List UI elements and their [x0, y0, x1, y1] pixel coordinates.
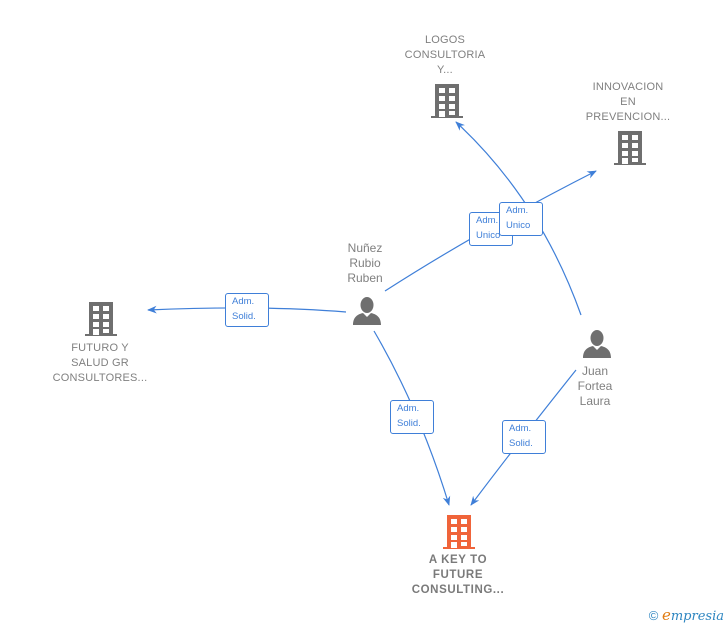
node-label-nunez[interactable]: Nuñez Rubio Ruben	[347, 241, 383, 285]
brand-rest: mpresia	[670, 609, 724, 624]
building-icon[interactable]	[430, 83, 464, 119]
node-label-juan[interactable]: Juan Fortea Laura	[577, 364, 613, 408]
building-icon[interactable]	[613, 130, 647, 166]
edge-label-juan-logos[interactable]: Adm. Unico	[469, 212, 513, 246]
edge-label-nunez-innovacion[interactable]: Adm. Unico	[499, 202, 543, 236]
edge-label-nunez-akey[interactable]: Adm. Solid.	[390, 400, 434, 434]
person-icon[interactable]	[352, 296, 382, 326]
building-icon[interactable]	[442, 514, 476, 550]
node-label-futuro[interactable]: FUTURO Y SALUD GR CONSULTORES...	[52, 342, 148, 384]
brand-e: e	[661, 606, 671, 624]
person-icon[interactable]	[582, 329, 612, 359]
node-label-innovacion[interactable]: INNOVACION EN PREVENCION...	[585, 81, 671, 123]
footer-brand: © empresia	[649, 606, 724, 624]
edge-label-nunez-futuro[interactable]: Adm. Solid.	[225, 293, 269, 327]
edge-label-juan-akey[interactable]: Adm. Solid.	[502, 420, 546, 454]
brand-logo[interactable]: empresia	[661, 606, 724, 624]
node-label-logos[interactable]: LOGOS CONSULTORIA Y...	[404, 34, 486, 76]
node-label-akey[interactable]: A KEY TO FUTURE CONSULTING...	[411, 554, 505, 596]
building-icon[interactable]	[84, 301, 118, 337]
copyright-icon: ©	[648, 608, 659, 623]
